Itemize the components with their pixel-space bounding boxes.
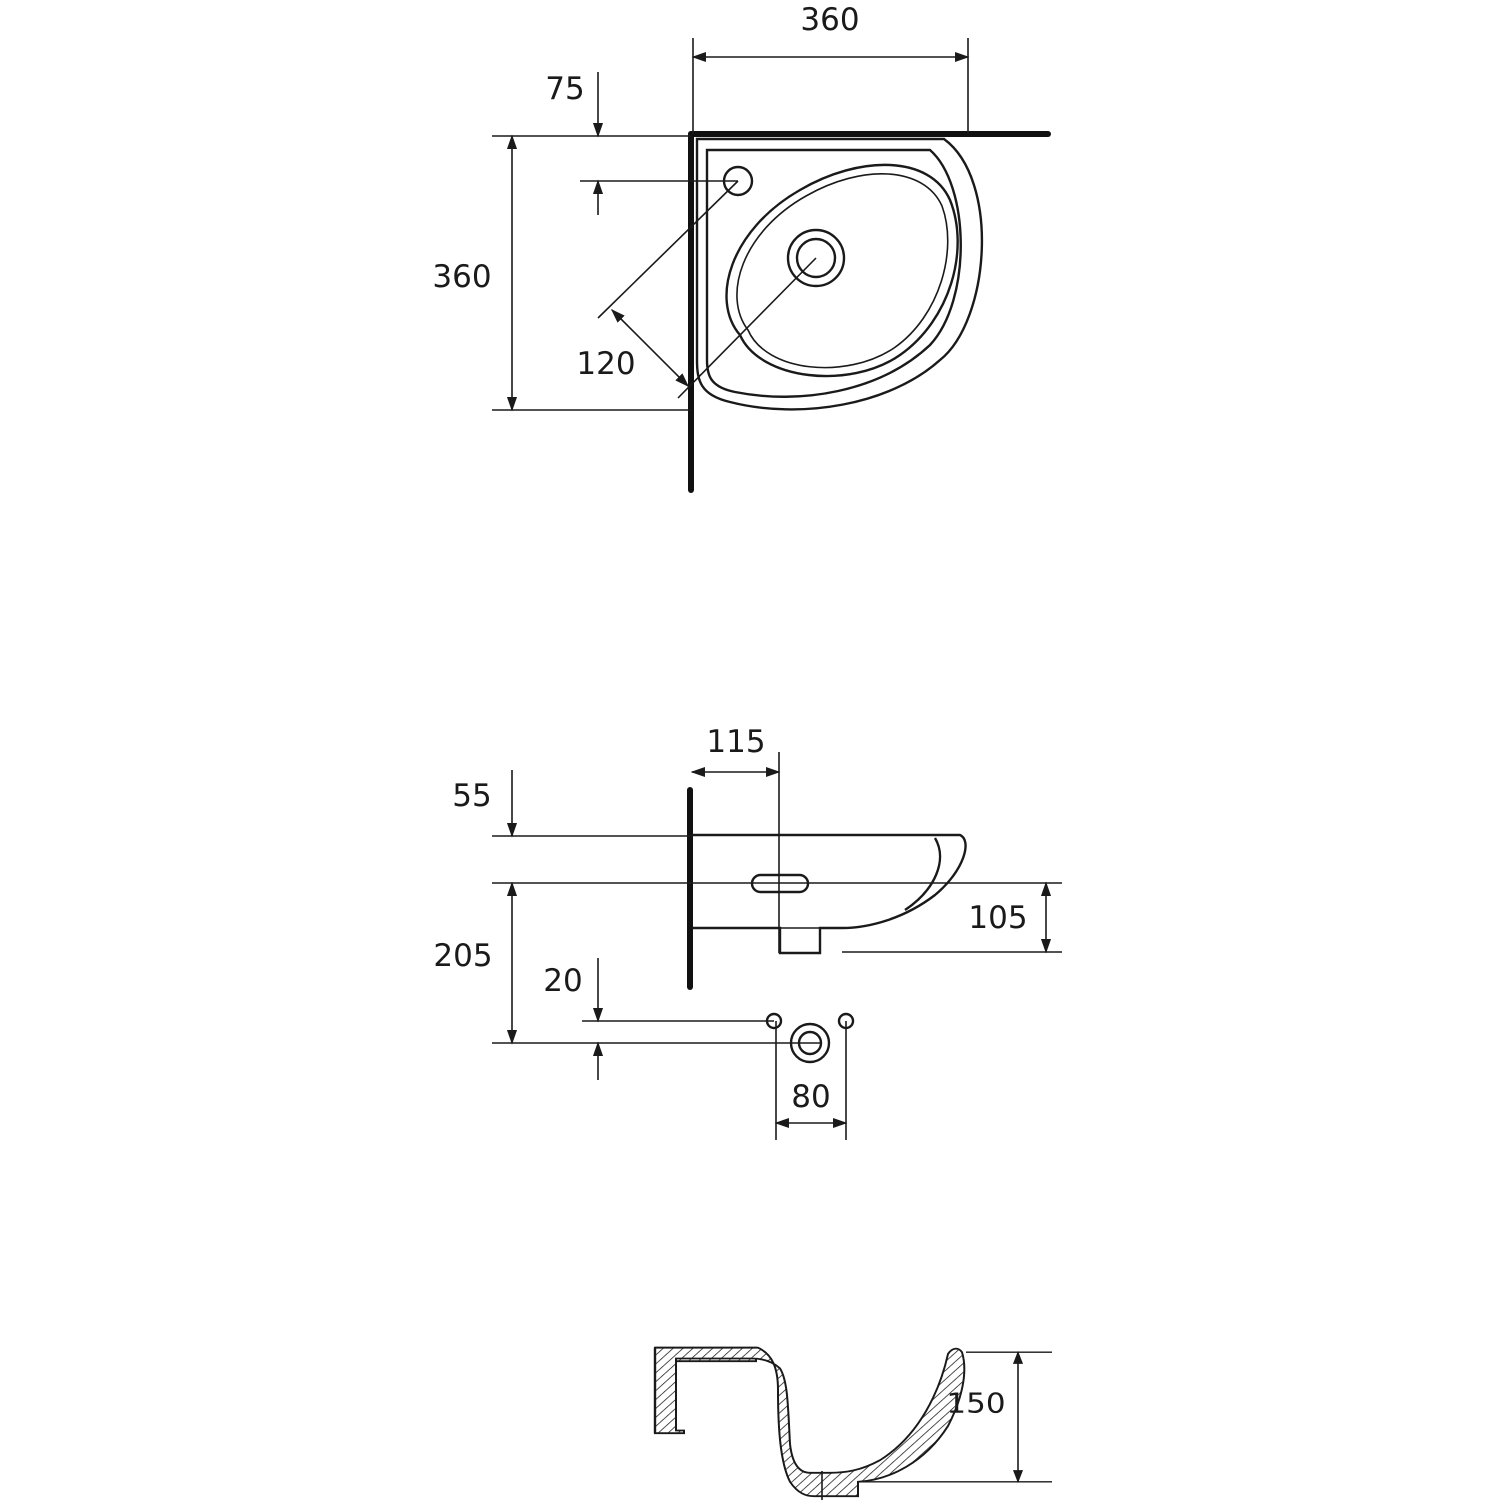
section-view: 150 — [653, 1346, 1052, 1500]
waste-outlet-inner-icon — [797, 1030, 823, 1056]
diagonal-dim-label: 120 — [576, 346, 635, 382]
extension-line-diagonal — [597, 180, 739, 319]
tap-to-wall-dim-label: 115 — [706, 724, 765, 760]
rim-to-fixing-dim-label: 205 — [433, 938, 492, 974]
drain-outer-icon — [786, 228, 846, 288]
fixing-offset-dim-label: 20 — [543, 963, 582, 999]
diagonal-dimension-line — [610, 308, 690, 388]
fixing-hole-left — [765, 1012, 783, 1030]
rim-thickness-dim-label: 55 — [452, 778, 491, 814]
section-body — [654, 1346, 966, 1498]
basin-outer-outline — [695, 137, 984, 411]
fixing-hole-right — [837, 1012, 855, 1030]
tap-offset-dim-label: 75 — [545, 71, 584, 107]
bowl-depth-dim-label: 105 — [968, 900, 1027, 936]
waste-outlet-outer-icon — [789, 1022, 831, 1064]
top-view: 360 360 75 120 — [432, 2, 1051, 493]
bowl-outline — [725, 163, 959, 378]
fixing-spacing-dim-label: 80 — [791, 1079, 830, 1115]
basin-front-outline — [692, 833, 967, 955]
drain-inner-icon — [795, 237, 837, 279]
bowl-inner-outline — [736, 173, 949, 369]
extension-line-diagonal — [677, 257, 817, 399]
width-dim-label: 360 — [800, 2, 859, 38]
front-view: 115 55 205 105 20 80 — [433, 724, 1062, 1140]
height-dim-label: 150 — [946, 1387, 1005, 1419]
basin-rim-curve — [904, 837, 942, 911]
depth-dim-label: 360 — [432, 259, 491, 295]
basin-rim-inner — [705, 148, 962, 398]
